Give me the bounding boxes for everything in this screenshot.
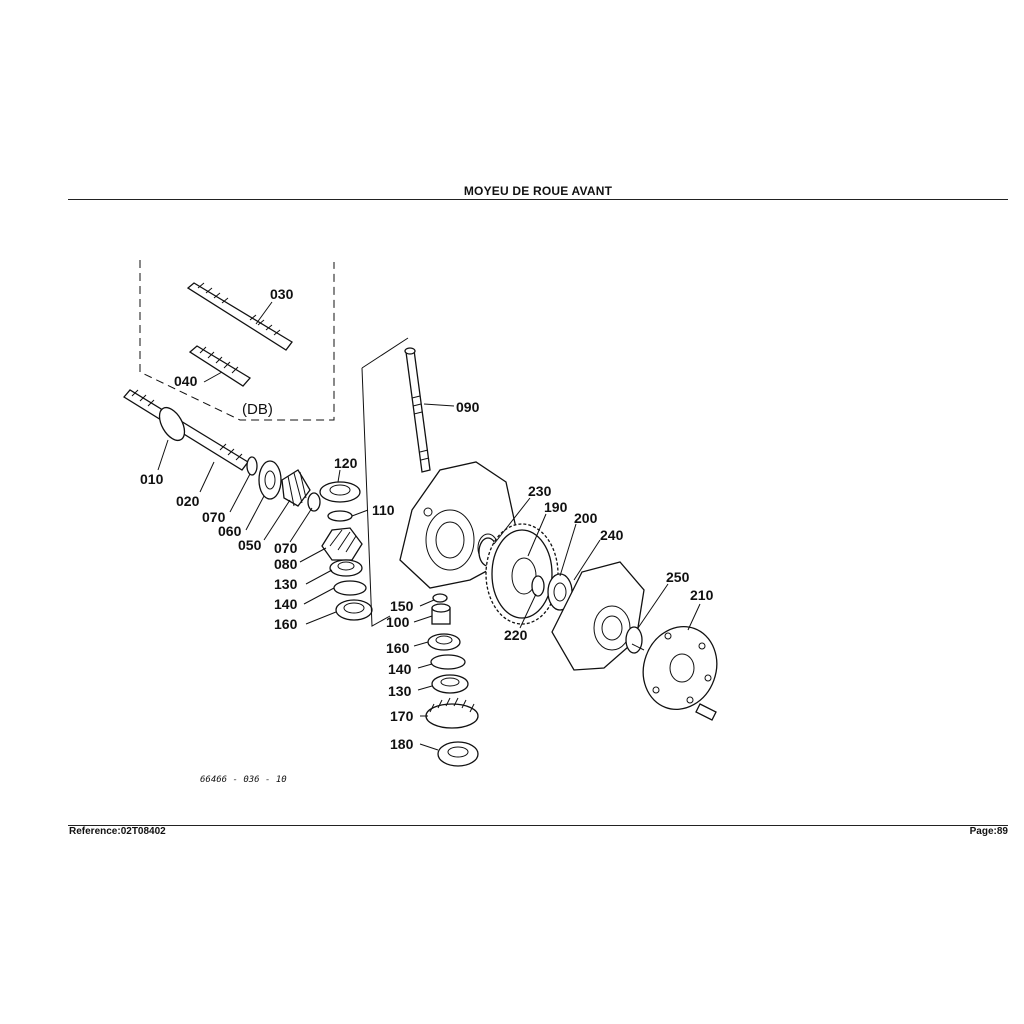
part-160-seal-b <box>427 633 461 651</box>
label-250: 250 <box>666 569 690 585</box>
part-080-bevel-pinion <box>321 527 363 561</box>
label-020: 020 <box>176 493 200 509</box>
part-090-vertical-shaft <box>404 347 431 473</box>
part-200-bearing <box>547 573 573 611</box>
part-110-washer <box>327 510 353 522</box>
page-title: MOYEU DE ROUE AVANT <box>463 184 613 198</box>
label-220: 220 <box>504 627 528 643</box>
label-210: 210 <box>690 587 714 603</box>
label-090: 090 <box>456 399 480 415</box>
part-130-bearing-b <box>431 674 469 694</box>
part-190-ring-gear <box>485 523 559 625</box>
part-250-seal <box>625 626 643 654</box>
label-050: 050 <box>238 537 262 553</box>
label-010: 010 <box>140 471 164 487</box>
footer-reference: Reference:02T08402 <box>69 826 166 837</box>
label-040: 040 <box>174 373 198 389</box>
part-150-ring <box>432 593 448 603</box>
part-210-wheel-flange <box>631 626 718 721</box>
part-140-snap-ring-b <box>430 654 466 670</box>
label-080: 080 <box>274 556 298 572</box>
part-180-bearing <box>437 741 479 767</box>
label-070b: 070 <box>274 540 298 556</box>
footer-page-number: Page:89 <box>969 826 1008 837</box>
leader-lines <box>157 301 701 751</box>
label-160a: 160 <box>274 616 298 632</box>
label-180: 180 <box>390 736 414 752</box>
label-160b: 160 <box>386 640 410 656</box>
label-170: 170 <box>390 708 414 724</box>
label-140a: 140 <box>274 596 298 612</box>
label-060: 060 <box>218 523 242 539</box>
label-100: 100 <box>386 614 410 630</box>
part-020-axle-shaft <box>123 389 249 471</box>
label-110: 110 <box>372 502 395 518</box>
part-130-bearing-a <box>329 559 363 577</box>
label-240: 240 <box>600 527 624 543</box>
part-100-collar <box>431 603 451 625</box>
part-040-shaft <box>188 345 251 387</box>
label-130a: 130 <box>274 576 298 592</box>
label-120: 120 <box>334 455 358 471</box>
footer-divider <box>68 825 1008 826</box>
label-150: 150 <box>390 598 414 614</box>
assembly-bracket <box>361 337 409 627</box>
label-030: 030 <box>270 286 294 302</box>
label-130b: 130 <box>388 683 412 699</box>
part-070-ring-b <box>307 492 321 512</box>
part-240-hub-case <box>551 561 645 671</box>
part-140-snap-ring-a <box>333 580 367 596</box>
part-170-bevel-gear <box>425 697 479 729</box>
part-070-ring-a <box>246 456 258 476</box>
part-160-seal-a <box>335 599 373 621</box>
part-050-bevel-gear <box>281 469 311 507</box>
part-030-shaft <box>186 282 293 351</box>
part-220-spacer <box>531 575 545 597</box>
inset-label: (DB) <box>242 401 273 418</box>
part-010-o-ring <box>158 406 186 442</box>
label-190: 190 <box>544 499 568 515</box>
header-divider <box>68 199 1008 200</box>
label-070a: 070 <box>202 509 226 525</box>
label-140b: 140 <box>388 661 412 677</box>
part-120-bearing <box>319 481 361 503</box>
drawing-code: 66466 - 036 - 10 <box>200 775 287 785</box>
part-060-bearing <box>258 460 282 500</box>
inset-dashed-border <box>139 260 335 421</box>
label-200: 200 <box>574 510 598 526</box>
label-230: 230 <box>528 483 552 499</box>
